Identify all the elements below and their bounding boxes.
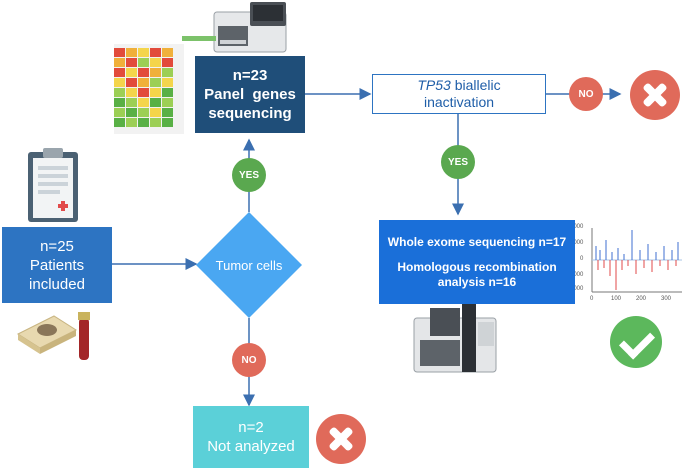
- panel-genes-box: n=23 Panel genes sequencing: [195, 56, 305, 133]
- not-analyzed-label: Not analyzed: [207, 438, 295, 455]
- plot-y-tick: -1000: [568, 272, 584, 278]
- x-icon-not-analyzed: [316, 414, 366, 464]
- plot-y-tick: 0: [580, 256, 584, 262]
- patients-included-box: n=25 Patients included: [2, 227, 112, 303]
- tp53-box: TP53 biallelic inactivation: [372, 74, 546, 114]
- patients-count: n=25: [40, 237, 74, 255]
- tumor-cells-label: Tumor cells: [215, 257, 283, 273]
- not-analyzed-count: n=2: [238, 419, 264, 436]
- exome-sequencer-icon: [413, 304, 497, 373]
- sequencer-icon: [213, 2, 287, 53]
- panel-count: n=23: [232, 67, 268, 84]
- wes-line2: Homologous recombination: [397, 259, 557, 274]
- tissue-sample-icon: [16, 315, 78, 354]
- tp53-rest: biallelic: [450, 77, 501, 93]
- tp53-gene: TP53: [417, 77, 451, 93]
- plot-y-tick: 1000: [570, 240, 584, 246]
- yes-label-panel: YES: [232, 158, 266, 192]
- check-icon: [610, 316, 662, 368]
- wes-box: Whole exome sequencing n=17 Homologous r…: [379, 220, 575, 304]
- panel-line2: sequencing: [208, 105, 292, 122]
- wes-line3: analysis n=16: [437, 274, 517, 289]
- wes-line1: Whole exome sequencing n=17: [387, 234, 567, 249]
- yes-label-wes: YES: [441, 145, 475, 179]
- plot-x-tick: 300: [661, 296, 672, 302]
- heatmap: [114, 36, 216, 134]
- tumor-cells-diamond: [196, 212, 302, 318]
- not-analyzed-box: n=2 Not analyzed: [193, 406, 309, 468]
- tp53-line2: inactivation: [423, 94, 495, 110]
- plot-y-tick: -2000: [568, 286, 584, 292]
- plot-x-tick: 0: [590, 296, 594, 302]
- clipboard-icon: [28, 148, 78, 222]
- x-icon-tp53-no: [630, 70, 680, 120]
- plot-y-tick: 2000: [570, 224, 584, 230]
- panel-line1: Panel genes: [204, 86, 296, 103]
- plot-x-tick: 100: [611, 296, 622, 302]
- no-label-not-analyzed: NO: [232, 343, 266, 377]
- blood-tube-icon: [78, 312, 90, 360]
- patients-line1: Patients: [29, 256, 85, 274]
- plot-x-tick: 200: [636, 296, 647, 302]
- no-label-tp53: NO: [569, 77, 603, 111]
- patients-line2: included: [29, 275, 85, 293]
- copy-number-plot: [591, 228, 682, 293]
